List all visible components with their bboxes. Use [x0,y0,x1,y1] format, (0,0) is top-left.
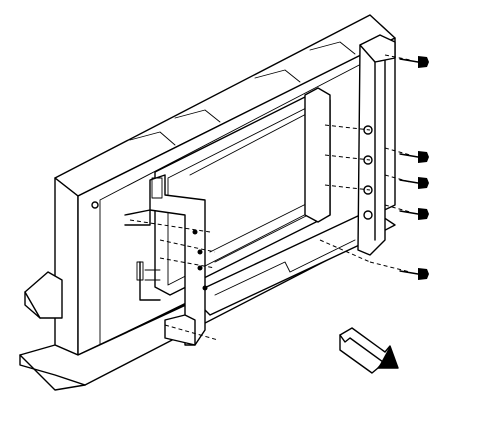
bolt-icon [399,56,429,68]
align-r-4 [319,239,371,263]
align-r-1 [324,124,371,131]
core-top-line [189,111,311,176]
alignment-lines-right [319,54,411,273]
align-line-3 [159,257,216,269]
core-side-tank [304,87,331,223]
arrow-tip-shadow [378,346,398,368]
bolts [399,56,429,280]
stud-1 [192,229,198,235]
frame-left-face [54,177,79,356]
direction-arrow-icon [339,327,399,374]
bolt-icon [399,151,429,163]
left-tab-edge [24,291,41,319]
stud-3 [197,265,203,271]
align-r-3 [324,184,371,191]
align-r-8 [384,204,411,213]
rb-hole-4 [363,210,373,220]
align-line-4 [164,324,219,341]
frame-hole [91,201,99,209]
flange-edge [19,354,86,386]
align-r-2 [324,154,371,161]
stud-2 [197,249,203,255]
frame-left-tab [24,271,63,319]
stud-4 [202,285,208,291]
core-bottom-line [209,201,311,253]
bracket-foot [124,209,151,226]
bracket-hook-1 [139,261,161,301]
bolt-icon [399,268,429,280]
frame-ridge-3 [254,69,301,83]
frame-ridge-2 [174,109,221,123]
left-bracket [124,174,206,346]
bracket-slot [151,177,163,199]
bolt-icon [399,208,429,220]
frame-ridge-4 [309,41,356,55]
bolt-icon [399,177,429,189]
frame-ridge-1 [129,131,176,146]
core-bottom-line-2 [214,212,313,263]
align-r-5 [384,54,411,61]
tray-ridge [214,239,356,296]
align-r-6 [384,147,411,156]
align-r-9 [369,261,411,273]
right-bracket-body [357,37,386,256]
arrow-depth [339,334,379,374]
align-line-2 [159,239,216,253]
left-bracket-body [149,174,206,346]
studs-left [192,229,208,291]
bracket-hook-slot [136,261,144,281]
bracket-lower-foot [164,314,196,346]
alignment-lines-left [129,219,219,341]
